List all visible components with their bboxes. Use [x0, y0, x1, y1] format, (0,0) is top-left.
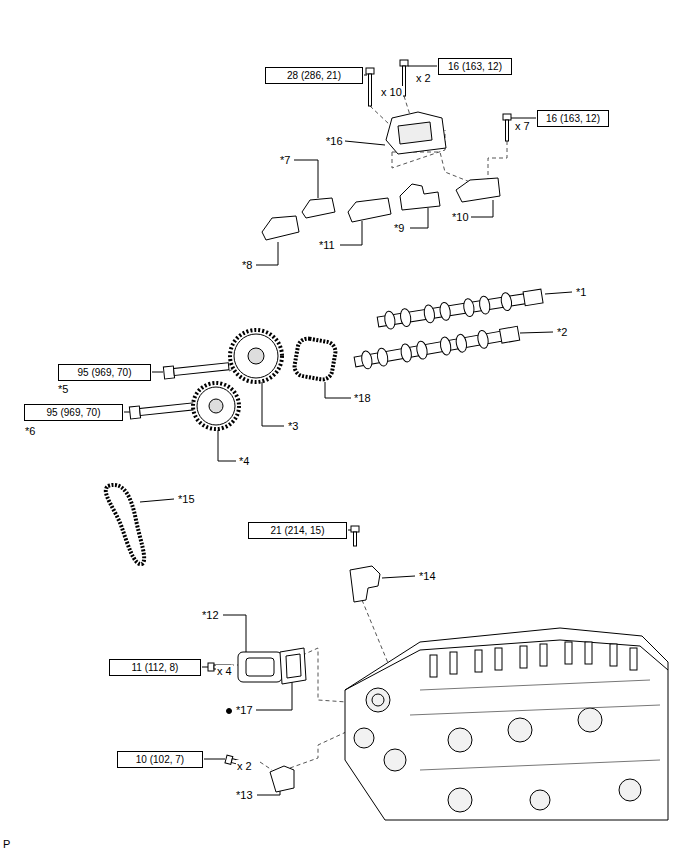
torque-value: 10 (102, 7): [131, 753, 189, 767]
cam-timing-gear: [193, 330, 282, 429]
quantity-label: P: [2, 838, 11, 851]
callout-number: *4: [238, 455, 250, 468]
torque-spec-box: 95 (969, 70): [58, 364, 151, 381]
torque-spec-box: 21 (214, 15): [248, 522, 347, 539]
torque-value: 21 (214, 15): [266, 524, 330, 538]
camshaft-housing: [386, 112, 446, 154]
torque-spec-box: 10 (102, 7): [117, 751, 203, 768]
callout-number: *11: [318, 239, 336, 252]
torque-spec-box: 16 (163, 12): [537, 110, 609, 127]
camshaft: [377, 287, 544, 331]
bearing-cap: [400, 184, 440, 210]
callout-number: *1: [575, 286, 587, 299]
torque-value: 16 (163, 12): [443, 60, 507, 74]
torque-value: 95 (969, 70): [42, 406, 106, 420]
quantity-label: x 10: [380, 86, 403, 99]
callout-number: *14: [418, 570, 437, 583]
callout-number: *18: [353, 392, 372, 405]
camshaft: [353, 324, 520, 371]
bearing-cap: [302, 198, 335, 218]
cylinder-head: [345, 628, 668, 820]
gasket: [280, 648, 306, 684]
callout-number: *7: [279, 154, 291, 167]
torque-spec-box: 16 (163, 12): [438, 58, 512, 75]
cam-position-sensor: [350, 566, 380, 602]
torque-value: 16 (163, 12): [541, 112, 605, 126]
torque-spec-box: 95 (969, 70): [24, 404, 123, 421]
timing-chain: [293, 337, 337, 381]
callout-number: *5: [57, 383, 69, 396]
bearing-cap: [348, 198, 391, 222]
cover: [238, 652, 282, 682]
bearing-cap: [456, 178, 500, 202]
callout-number: *8: [241, 259, 253, 272]
quantity-label: x 2: [236, 760, 253, 773]
torque-value: 11 (112, 8): [127, 661, 184, 675]
torque-spec-box: 28 (286, 21): [265, 67, 363, 84]
callout-number: *3: [287, 420, 299, 433]
bearing-cap: [262, 216, 299, 240]
callout-number: *15: [177, 493, 196, 506]
quantity-label: x 7: [514, 120, 531, 133]
bracket: [270, 766, 294, 792]
timing-chain: [106, 485, 144, 564]
quantity-label: x 4: [216, 665, 233, 678]
torque-value: 28 (286, 21): [282, 69, 346, 83]
callout-number: *12: [201, 609, 220, 622]
callout-number: *6: [24, 425, 36, 438]
quantity-label: x 2: [415, 72, 432, 85]
callout-number: *9: [393, 222, 405, 235]
callout-number: *16: [325, 135, 344, 148]
callout-number: *2: [556, 326, 568, 339]
torque-value: 95 (969, 70): [73, 366, 137, 380]
callout-number: *10: [451, 211, 470, 224]
torque-spec-box: 11 (112, 8): [109, 659, 201, 676]
non-reusable-mark: [227, 709, 232, 714]
callout-number: *13: [235, 789, 254, 802]
callout-number: *17: [235, 704, 254, 717]
